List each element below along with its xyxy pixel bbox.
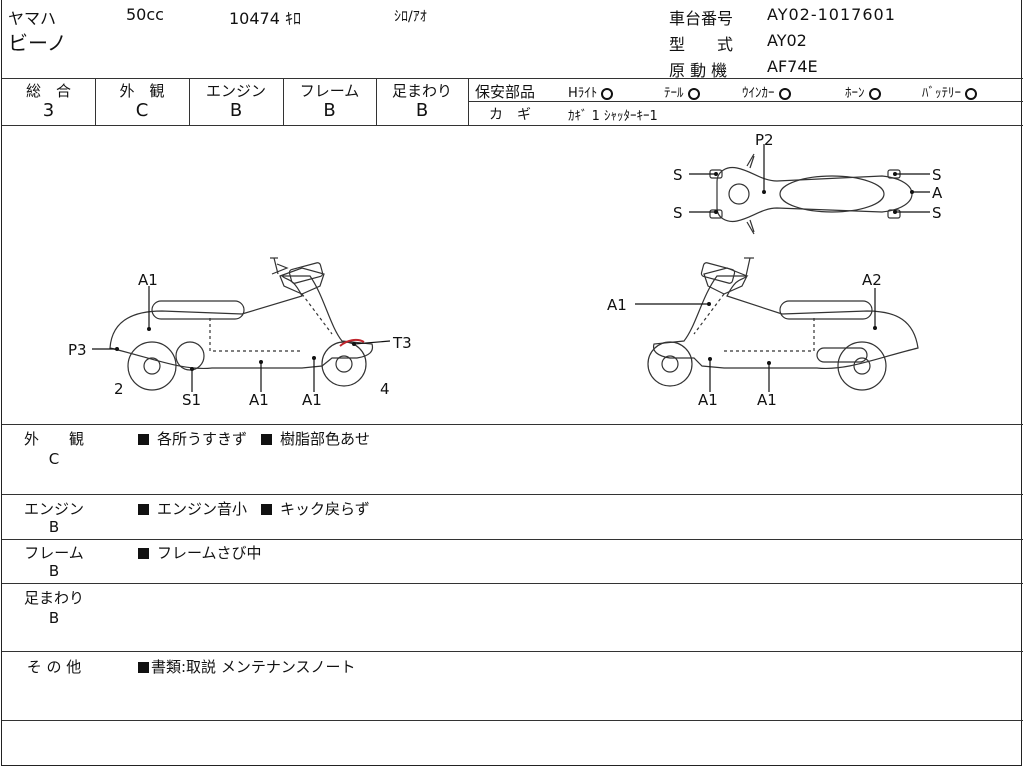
frame-number-label: 車台番号: [669, 9, 734, 28]
model-name: ビーノ: [8, 31, 67, 55]
detail-notes-engine: エンジン音小キック戻らず: [138, 498, 370, 519]
label-top-s-right-upper: S: [932, 166, 942, 184]
safety-title: 保安部品: [475, 83, 536, 101]
safety-horn: ﾎｰﾝ: [845, 82, 881, 101]
grade-frame: B: [323, 100, 336, 121]
scooter-left-side-illustration: [109, 257, 374, 391]
grade-overall: 3: [42, 100, 55, 121]
ok-circle-icon: [965, 87, 977, 100]
label-left-s1: S1: [182, 391, 201, 409]
grade-header-engine: エンジン: [205, 82, 266, 100]
detail-grade-exterior: C: [48, 450, 60, 468]
label-top-p2: P2: [755, 131, 774, 149]
label-left-a1-seat: A1: [138, 271, 158, 289]
label-left-2: 2: [114, 380, 124, 398]
detail-grade-suspension: B: [48, 609, 60, 627]
ok-circle-icon: [868, 87, 881, 100]
label-left-p3: P3: [68, 341, 87, 359]
ok-circle-icon: [601, 87, 614, 100]
grade-engine: B: [229, 100, 243, 121]
grade-header-overall: 総 合: [25, 82, 71, 100]
key-label: カ ギ: [489, 107, 531, 123]
label-right-a1-floor: A1: [757, 391, 777, 409]
grade-header-suspension: 足まわり: [391, 82, 452, 100]
grade-suspension: B: [415, 100, 429, 121]
ok-circle-icon: [687, 87, 700, 100]
label-right-a2: A2: [862, 271, 882, 289]
detail-label-suspension: 足まわり: [23, 589, 84, 607]
scooter-right-side-illustration: [647, 257, 919, 391]
mileage: 10474 ｷﾛ: [229, 9, 301, 28]
label-right-a1-lower: A1: [698, 391, 718, 409]
engine-type-label: 原 動 機: [669, 61, 728, 80]
ok-circle-icon: [778, 87, 791, 100]
key-value: ｶｷﾞ 1 ｼｬｯﾀｰｷｰ1: [568, 109, 658, 124]
safety-winker: ｳｲﾝｶｰ: [742, 82, 791, 101]
label-left-4: 4: [380, 380, 390, 398]
color: ｼﾛ/ｱｵ: [394, 9, 427, 25]
grade-exterior: C: [135, 100, 149, 121]
type-label: 型 式: [669, 35, 734, 54]
damage-diagram: A1 P3 2 S1 A1 A1 T3 4 P2 S S S A S A1 A2…: [68, 131, 943, 409]
bullet-square-icon: [138, 662, 149, 673]
scooter-top-view-illustration: [709, 153, 913, 235]
label-top-s-left-lower: S: [673, 204, 683, 222]
detail-notes-exterior: 各所うすきず樹脂部色あせ: [138, 428, 370, 449]
grade-header-exterior: 外 観: [119, 82, 165, 100]
frame-number-value: AY02-1017601: [767, 5, 896, 24]
label-top-s-left-upper: S: [673, 166, 683, 184]
bullet-square-icon: [261, 504, 273, 515]
detail-label-other: そ の 他: [26, 658, 82, 676]
grade-header-frame: フレーム: [299, 82, 360, 100]
detail-grade-engine: B: [48, 518, 60, 536]
type-value: AY02: [767, 31, 807, 50]
label-left-t3: T3: [392, 334, 412, 352]
label-left-a1-front: A1: [302, 391, 322, 409]
safety-battery: ﾊﾞｯﾃﾘｰ: [922, 82, 977, 101]
safety-tail: ﾃｰﾙ: [664, 82, 700, 101]
label-top-s-right-lower: S: [932, 204, 942, 222]
bullet-square-icon: [261, 434, 273, 445]
label-left-a1-floor: A1: [249, 391, 269, 409]
detail-label-engine: エンジン: [23, 500, 84, 518]
maker: ヤマハ: [8, 9, 57, 28]
bullet-square-icon: [138, 504, 149, 515]
safety-headlight: Hﾗｲﾄ: [568, 82, 614, 101]
label-top-a: A: [932, 184, 943, 202]
detail-notes-other: 書類:取説 メンテナンスノート: [138, 656, 356, 677]
damage-mark-red: [339, 338, 365, 347]
displacement: 50cc: [126, 5, 164, 24]
detail-label-exterior: 外 観: [23, 430, 84, 448]
bullet-square-icon: [138, 434, 149, 445]
detail-notes-frame: フレームさび中: [138, 542, 262, 563]
label-right-a1-front: A1: [607, 296, 627, 314]
bullet-square-icon: [138, 548, 149, 559]
detail-label-frame: フレーム: [24, 544, 84, 562]
detail-grade-frame: B: [48, 562, 60, 580]
engine-type-value: AF74E: [767, 57, 818, 76]
